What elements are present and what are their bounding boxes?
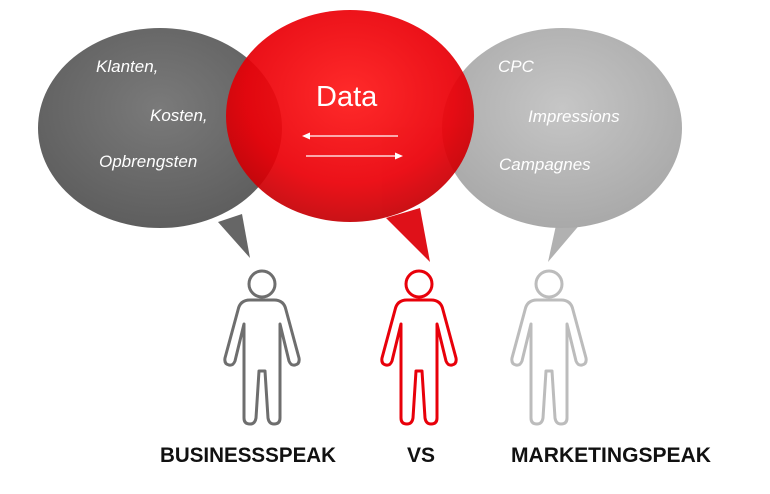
data-bubble-tail [386,208,430,262]
marketing-bubble-body [442,28,682,228]
caption-vs: VS [407,444,435,467]
caption-marketingspeak: MARKETINGSPEAK [511,444,711,467]
business-person-icon [223,269,301,426]
marketing-word-impressions: Impressions [528,107,620,126]
business-word-opbrengsten: Opbrengsten [99,152,197,171]
caption-businessspeak: BUSINESSSPEAK [160,444,336,467]
marketing-word-cpc: CPC [498,57,535,76]
exchange-arrows-icon [302,132,403,160]
arrow-left-head [302,132,310,140]
marketing-bubble [442,28,682,262]
business-bubble-tail [218,214,250,258]
business-word-kosten: Kosten, [150,106,208,125]
arrow-right-head [395,152,403,160]
marketing-person-icon [510,269,588,426]
data-person-icon [380,269,458,426]
data-bubble [226,10,474,262]
data-label: Data [316,81,378,113]
business-bubble [38,28,282,258]
data-bubble-body [226,10,474,222]
business-bubble-body [38,28,282,228]
marketing-word-campagnes: Campagnes [499,155,591,174]
business-word-klanten: Klanten, [96,57,158,76]
